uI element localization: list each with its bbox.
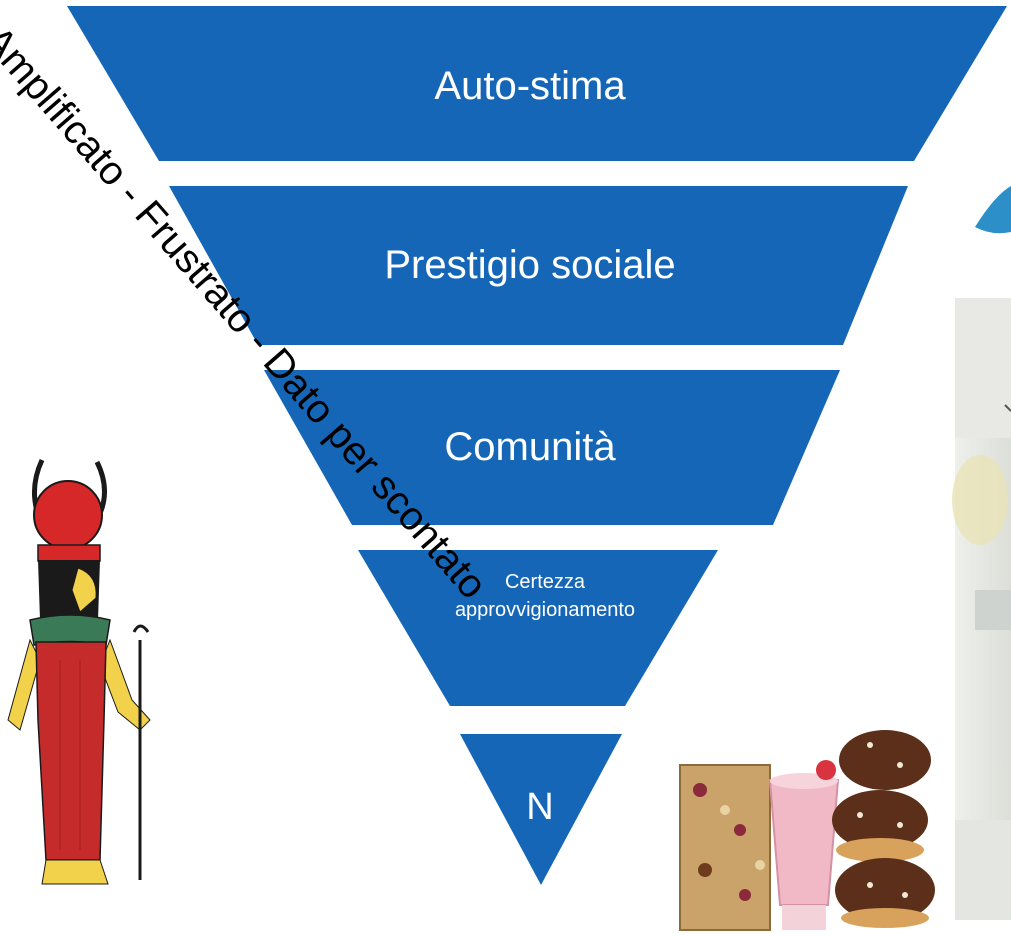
tier-label-certezza-line1: Certezza xyxy=(504,571,586,593)
snack-foods-photo xyxy=(679,730,935,931)
tier-comunita xyxy=(264,370,840,525)
tier-label-certezza-line2: approvvigionamento xyxy=(454,599,636,621)
tier-certezza xyxy=(358,550,718,706)
tier-label-prestigio-sociale: Prestigio sociale xyxy=(384,243,676,287)
tier-label-certezza: Certezza approvvigionamento xyxy=(395,568,695,624)
egyptian-goddess-figure xyxy=(7,458,151,885)
tier-label-auto-stima: Auto-stima xyxy=(434,64,626,108)
tier-prestigio-sociale xyxy=(169,186,908,345)
tier-auto-stima xyxy=(67,6,1007,161)
kitchen-photo xyxy=(952,298,1011,920)
fragment-icon xyxy=(975,186,1011,234)
tier-label-comunita: Comunità xyxy=(444,425,616,469)
pyramid-tiers xyxy=(67,6,1007,885)
tier-n xyxy=(460,734,622,885)
tier-label-n: N xyxy=(526,786,554,828)
